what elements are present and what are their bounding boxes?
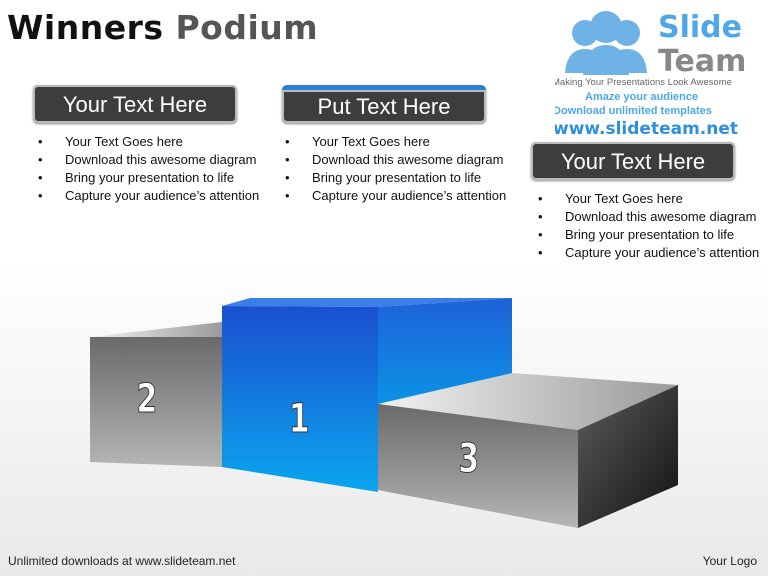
bullet: Capture your audience’s attention (538, 244, 765, 262)
slide-title: Winners Podium (7, 8, 319, 47)
rank-1-label: 1 (289, 396, 310, 442)
bullet-list-1: Your Text Goes here Download this awesom… (35, 133, 265, 205)
logo-brand-1: Slide (658, 10, 742, 45)
rank-3-label: 3 (458, 436, 479, 482)
rank-2-label: 2 (137, 376, 158, 422)
podium-block-2 (90, 322, 222, 467)
bullet: Your Text Goes here (285, 133, 512, 151)
logo-brand-2: Team (658, 44, 746, 79)
bullet: Capture your audience’s attention (285, 187, 512, 205)
logo-watermark-1: Amaze your audience (585, 91, 698, 103)
logo-watermark-2: Download unlimited templates (555, 105, 712, 117)
column-header-2: Put Text Here (282, 85, 486, 123)
bullet: Download this awesome diagram (38, 151, 265, 169)
bullet-list-2: Your Text Goes here Download this awesom… (282, 133, 512, 205)
bullet: Bring your presentation to life (538, 226, 765, 244)
bullet: Download this awesome diagram (538, 208, 765, 226)
logo-url: www.slideteam.net (555, 119, 738, 139)
footer-logo-text: Your Logo (702, 554, 757, 568)
bullet: Bring your presentation to life (285, 169, 512, 187)
logo-tagline: Making Your Presentations Look Awesome (555, 77, 732, 88)
footer-downloads-text: Unlimited downloads at www.slideteam.net (8, 554, 236, 568)
bullet-list-3: Your Text Goes here Download this awesom… (535, 190, 765, 262)
column-header-1: Your Text Here (33, 85, 237, 123)
podium-block-1 (222, 298, 512, 492)
column-header-3: Your Text Here (531, 142, 735, 180)
bullet: Your Text Goes here (538, 190, 765, 208)
slideteam-logo: Slide Team Making Your Presentations Loo… (552, 5, 760, 140)
bullet: Bring your presentation to life (38, 169, 265, 187)
bullet: Capture your audience’s attention (38, 187, 265, 205)
podium-block-3 (378, 373, 678, 528)
bullet: Download this awesome diagram (285, 151, 512, 169)
bullet: Your Text Goes here (38, 133, 265, 151)
people-icon: Slide Team Making Your Presentations Loo… (552, 10, 746, 139)
